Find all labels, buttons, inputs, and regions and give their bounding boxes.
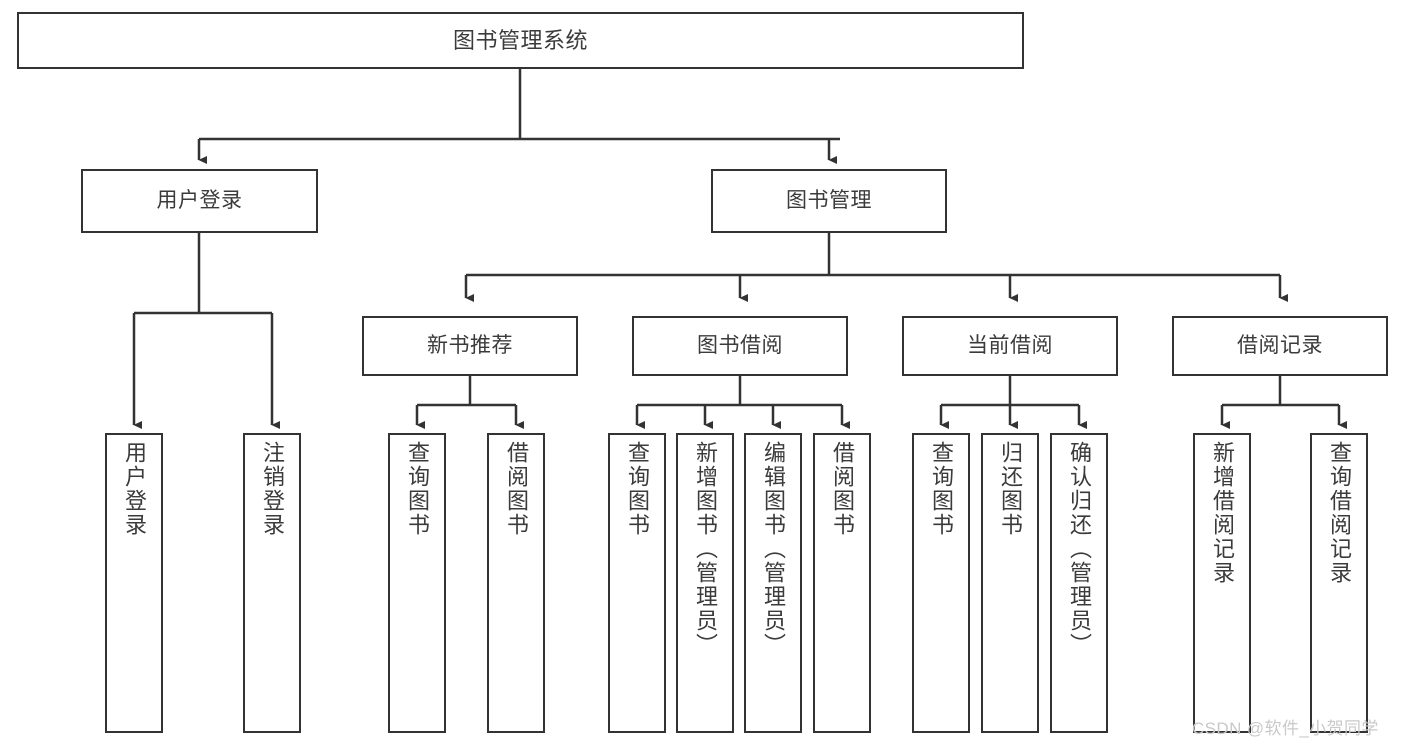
node-label: 用户登录: [156, 188, 243, 212]
leaf-query-book-recommend[interactable]: 查询图书: [388, 433, 446, 733]
csdn-watermark: CSDN @软件_小贺同学: [1192, 719, 1379, 738]
leaf-user-login[interactable]: 用户登录: [105, 433, 163, 733]
node-book-management[interactable]: 图书管理: [711, 169, 947, 233]
leaf-query-borrow-record[interactable]: 查询借阅记录: [1310, 433, 1368, 733]
node-label: 图书管理系统: [452, 27, 588, 53]
node-label: 图书借阅: [697, 333, 783, 357]
node-borrow-record[interactable]: 借阅记录: [1172, 316, 1388, 376]
node-label: 查询图书: [625, 441, 650, 537]
leaf-query-book-current[interactable]: 查询图书: [912, 433, 970, 733]
node-label: 查询图书: [929, 441, 954, 537]
leaf-add-book-admin[interactable]: 新增图书（管理员）: [676, 433, 734, 733]
node-label: 图书管理: [786, 188, 872, 212]
leaf-query-book-borrow[interactable]: 查询图书: [608, 433, 666, 733]
node-label: 借阅图书: [504, 441, 529, 537]
node-new-book-recommend[interactable]: 新书推荐: [362, 316, 578, 376]
leaf-return-book[interactable]: 归还图书: [981, 433, 1039, 733]
node-label: 编辑图书（管理员）: [761, 441, 786, 657]
leaf-confirm-return-admin[interactable]: 确认归还（管理员）: [1050, 433, 1108, 733]
node-root-book-management-system[interactable]: 图书管理系统: [17, 12, 1024, 69]
leaf-edit-book-admin[interactable]: 编辑图书（管理员）: [744, 433, 802, 733]
leaf-add-borrow-record[interactable]: 新增借阅记录: [1193, 433, 1251, 733]
node-label: 查询图书: [405, 441, 430, 537]
node-label: 新增借阅记录: [1210, 441, 1235, 585]
node-label: 当前借阅: [967, 333, 1053, 357]
node-label: 用户登录: [122, 441, 147, 537]
node-label: 确认归还（管理员）: [1067, 441, 1092, 657]
leaf-borrow-book-recommend[interactable]: 借阅图书: [487, 433, 545, 733]
node-book-borrow[interactable]: 图书借阅: [632, 316, 848, 376]
node-label: 新增图书（管理员）: [693, 441, 718, 657]
node-label: 注销登录: [260, 441, 285, 537]
node-label: 新书推荐: [427, 333, 513, 357]
node-label: 借阅记录: [1237, 333, 1323, 357]
node-label: 查询借阅记录: [1327, 441, 1352, 585]
node-label: 归还图书: [998, 441, 1023, 537]
leaf-borrow-book[interactable]: 借阅图书: [813, 433, 871, 733]
node-current-borrow[interactable]: 当前借阅: [902, 316, 1118, 376]
node-label: 借阅图书: [830, 441, 855, 537]
node-user-login[interactable]: 用户登录: [81, 169, 318, 233]
leaf-logout[interactable]: 注销登录: [243, 433, 301, 733]
